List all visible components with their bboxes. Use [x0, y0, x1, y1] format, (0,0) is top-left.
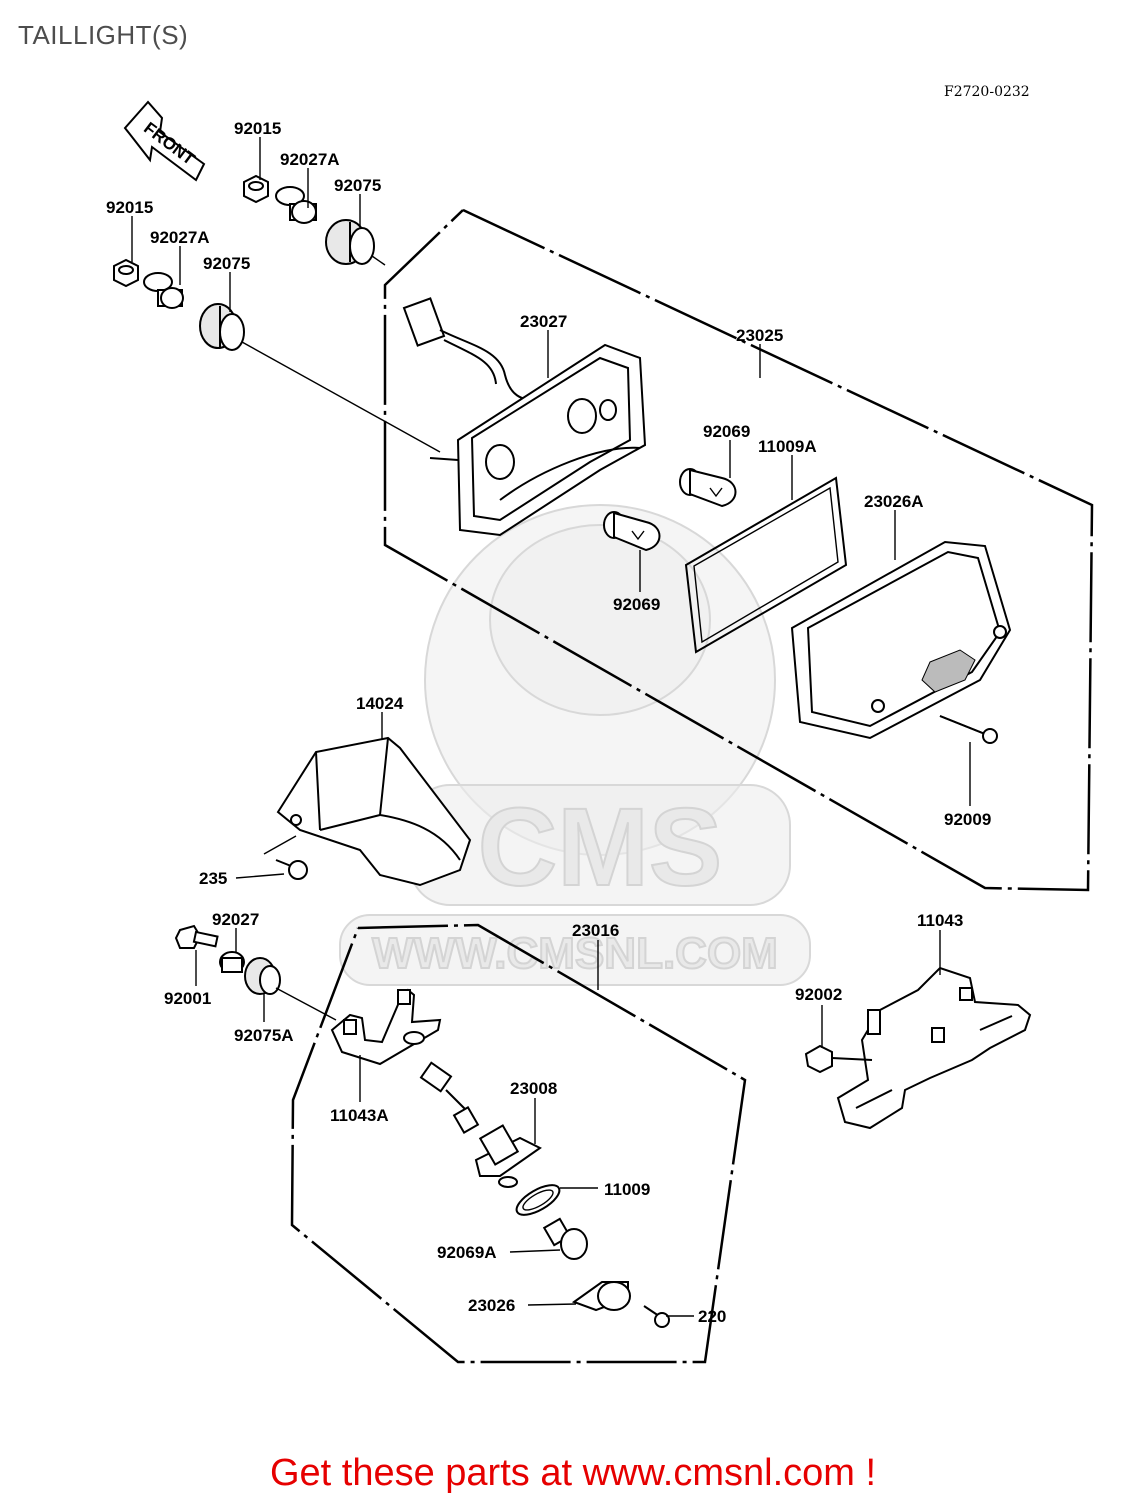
label-92015-top: 92015 [234, 119, 281, 138]
lens-23026 [571, 1281, 631, 1312]
label-11009A: 11009A [758, 437, 817, 456]
label-23016: 23016 [572, 921, 619, 940]
label-92075-left: 92075 [203, 254, 250, 273]
nut-92015-left [113, 258, 139, 288]
leader-stud [241, 341, 441, 453]
watermark-logo: CMS WWW.CMSNL.COM [339, 504, 811, 986]
collar-92027A-left [143, 272, 184, 309]
label-92069-upper: 92069 [703, 422, 750, 441]
label-11043A: 11043A [330, 1106, 389, 1125]
front-arrow-icon: FRONT [123, 100, 206, 182]
label-11043: 11043 [917, 911, 963, 930]
screw-92009 [939, 715, 998, 744]
label-92015-left: 92015 [106, 198, 153, 217]
nut-92015-top [243, 174, 269, 204]
socket-23008 [419, 1061, 542, 1188]
label-11009: 11009 [604, 1180, 650, 1199]
label-92027A-left: 92027A [150, 228, 210, 247]
bulb-92069A [542, 1217, 588, 1260]
leader-92075A [275, 987, 337, 1021]
label-92001: 92001 [164, 989, 211, 1008]
grommet-92075-left [199, 303, 245, 351]
label-92075A: 92075A [234, 1026, 294, 1045]
page-title: TAILLIGHT(S) [18, 20, 189, 50]
label-92009: 92009 [944, 810, 991, 829]
figure-reference: F2720-0232 [944, 84, 1030, 100]
label-92069-lower: 92069 [613, 595, 660, 614]
bolt-92001 [174, 924, 219, 949]
label-23025: 23025 [736, 326, 783, 345]
grommet-92075-top [325, 219, 375, 265]
bracket-11043A [330, 988, 442, 1066]
label-14024: 14024 [356, 694, 404, 713]
leader-lines [131, 137, 971, 1317]
label-92069A: 92069A [437, 1243, 497, 1262]
bulb-92069-upper [679, 468, 737, 508]
label-92075-top: 92075 [334, 176, 381, 195]
collar-92027 [219, 951, 245, 973]
bracket-11043 [836, 966, 1032, 1130]
bolt-92002 [804, 1044, 873, 1074]
label-92027A-top: 92027A [280, 150, 340, 169]
label-92002: 92002 [795, 985, 842, 1004]
label-23026: 23026 [468, 1296, 515, 1315]
cover-14024 [276, 736, 472, 887]
watermark-url: WWW.CMSNL.COM [372, 929, 778, 978]
bulb-92069-lower [603, 511, 661, 552]
leader-grommet-top [371, 255, 386, 266]
watermark-brand: CMS [478, 786, 722, 909]
label-23008: 23008 [510, 1079, 557, 1098]
group-outline-23025 [383, 208, 1094, 892]
label-235: 235 [199, 869, 227, 888]
lamp-housing-23027 [402, 297, 647, 537]
screw-235 [235, 835, 308, 880]
group-outline-23016 [290, 923, 747, 1364]
label-220: 220 [698, 1307, 726, 1326]
grommet-92075A [244, 957, 281, 995]
collar-92027A-top [275, 186, 317, 224]
gasket-11009 [515, 1184, 561, 1216]
promo-banner[interactable]: Get these parts at www.cmsnl.com ! [269, 1452, 877, 1494]
gasket-11009A [684, 476, 848, 654]
label-23026A: 23026A [864, 492, 924, 511]
lens-23026A [790, 540, 1012, 740]
label-23027: 23027 [520, 312, 567, 331]
label-92027: 92027 [212, 910, 259, 929]
screw-220 [643, 1305, 670, 1328]
